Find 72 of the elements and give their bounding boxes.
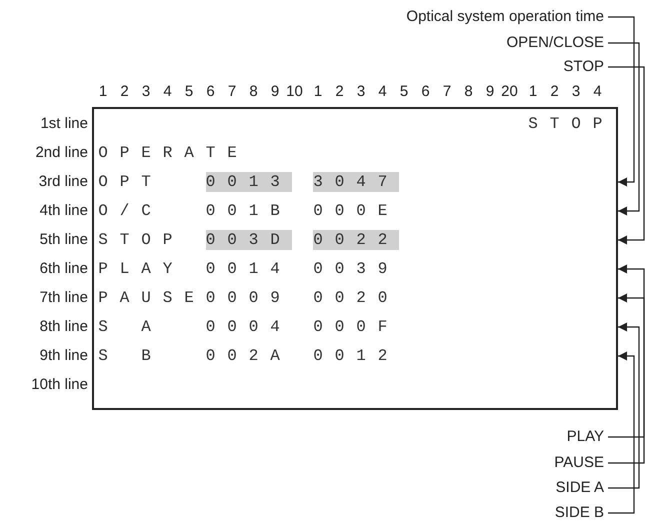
display-text: 002A [206,346,292,366]
display-text: 000F [313,317,400,337]
column-number: 2 [120,83,129,101]
column-number: 6 [206,83,215,101]
display-text: 0022 [313,230,400,250]
display-text: S B [98,346,163,366]
column-number: 7 [442,83,452,101]
column-number: 5 [184,83,194,101]
column-number: 6 [421,83,430,101]
callout-label: SIDE A [556,479,604,497]
column-number: 3 [572,83,580,101]
column-number: 8 [464,83,473,101]
column-number: 8 [249,83,258,101]
display-text: PAUSE [98,288,206,308]
display-text: 0004 [206,317,292,337]
display-text: STOP [98,230,184,250]
column-number: 10 [286,83,303,101]
column-number: 9 [486,83,494,101]
display-text: OPERATE [98,143,249,163]
display-text: 0009 [206,288,292,308]
row-label: 2nd line [35,144,88,162]
row-label: 4th line [40,202,88,220]
display-text: 0013 [206,172,292,192]
display-text: 0039 [313,259,400,279]
column-number: 2 [335,83,344,101]
display-text: 0014 [206,259,292,279]
arrow [608,42,640,216]
display-text: STOP [528,114,614,134]
column-number: 1 [314,83,322,101]
display-text: 003D [206,230,292,250]
callout-label: PAUSE [554,454,604,472]
arrow [608,66,645,244]
row-label: 3rd line [38,173,88,191]
row-label: 8th line [40,318,88,336]
arrow [608,352,635,514]
column-number: 1 [98,83,108,101]
column-number: 4 [593,83,602,101]
row-label: 10th line [31,376,88,394]
callout-label: SIDE B [554,504,604,522]
row-label: 6th line [40,260,88,278]
column-number: 3 [142,83,150,101]
arrow [608,322,640,489]
display-text: O/C [98,201,163,221]
arrow [608,264,645,438]
display-text: 000E [313,201,400,221]
column-number: 2 [550,83,559,101]
display-text: 001B [206,201,292,221]
display-text: S A [98,317,163,337]
display-text: PLAY [98,259,184,279]
column-number: 3 [356,83,366,101]
row-label: 1st line [40,115,88,133]
arrow [608,294,645,464]
column-number: 5 [400,83,408,101]
column-number: 9 [270,83,280,101]
column-number: 7 [228,83,236,101]
column-number: 4 [163,83,172,101]
display-text: 3047 [313,172,400,192]
callout-label: OPEN/CLOSE [506,34,604,52]
display-text: 0020 [313,288,400,308]
row-label: 9th line [40,347,88,365]
callout-label: PLAY [566,428,604,446]
row-label: 5th line [40,231,88,249]
display-text: 0012 [313,346,400,366]
column-number: 1 [528,83,538,101]
column-number: 4 [378,83,387,101]
callout-label: STOP [563,58,604,76]
display-text: OPT [98,172,163,192]
row-label: 7th line [40,289,88,307]
arrow [608,16,635,186]
display-screen [92,107,618,410]
column-number: 20 [501,83,518,101]
callout-label: Optical system operation time [406,8,604,26]
